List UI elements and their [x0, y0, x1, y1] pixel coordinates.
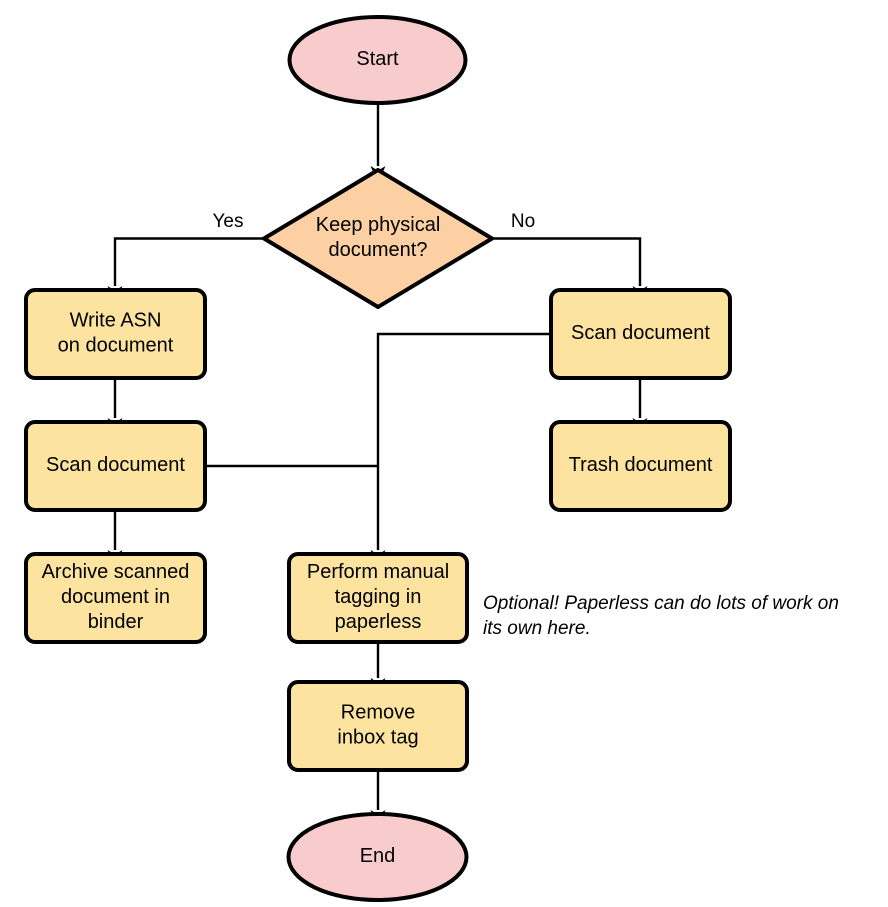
node-trash-document[interactable]: Trash document: [549, 420, 732, 512]
node-label: Start: [356, 48, 399, 70]
node-label: Scan document: [571, 322, 710, 344]
node-shape-rect: [24, 288, 207, 380]
node-label: End: [360, 845, 396, 867]
edge-scan-right-to-manual-tagging: [370, 332, 551, 567]
edge-line: [113, 237, 264, 286]
node-shape-rect: [24, 552, 207, 644]
node-shape-rect: [287, 680, 469, 772]
annotation-optional-note: Optional! Paperless can do lots of work …: [483, 593, 839, 639]
node-scan-document-left[interactable]: Scan document: [24, 420, 207, 512]
node-shape-diamond: [262, 168, 494, 309]
node-shape-ellipse: [286, 812, 469, 902]
node-shape-rect: [549, 288, 732, 380]
node-shape-rect: [287, 552, 469, 644]
edge-label-decision-no-to-scan-right: No: [511, 211, 535, 232]
node-shape-rect: [549, 420, 732, 512]
node-scan-document-right[interactable]: Scan document: [549, 288, 732, 380]
edge-line: [492, 237, 642, 286]
edge-line: [376, 332, 551, 550]
node-label: Trash document: [569, 454, 713, 476]
annotation-layer: Optional! Paperless can do lots of work …: [483, 593, 839, 639]
node-end[interactable]: End: [286, 812, 469, 902]
node-shape-ellipse: [287, 15, 468, 105]
node-shape-rect: [24, 420, 207, 512]
node-label: Scan document: [46, 454, 185, 476]
node-start[interactable]: Start: [287, 15, 468, 105]
edge-label-decision-yes-to-write-asn: Yes: [213, 211, 244, 232]
